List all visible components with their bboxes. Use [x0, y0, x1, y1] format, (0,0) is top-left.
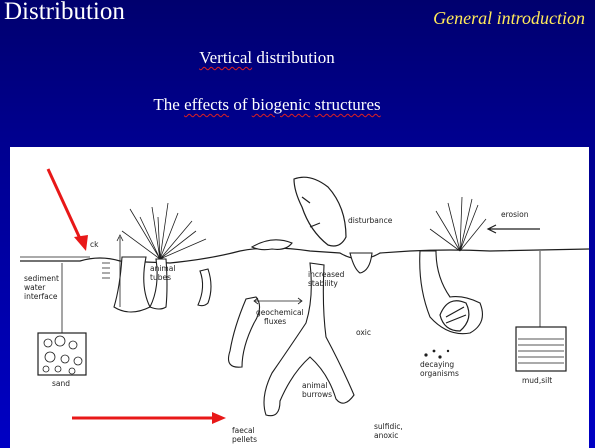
subtitle-part-structures: structures — [314, 95, 381, 114]
red-arrow-diagonal-head — [74, 235, 88, 251]
red-arrow-horizontal-head — [212, 412, 226, 424]
shell-icon — [439, 300, 470, 332]
subtitle-part-effects: effects — [184, 95, 230, 114]
animal-tube-left — [113, 256, 151, 313]
left-plant-icon — [121, 202, 207, 260]
label-tubes: tubes — [150, 273, 171, 282]
right-plant-icon — [429, 196, 487, 252]
label-geochemical: geochemical — [256, 308, 304, 317]
fish-icon — [293, 176, 347, 247]
label-interface: interface — [24, 292, 58, 301]
subtitle-word-distribution: distribution — [252, 48, 335, 67]
subtitle-part-the: The — [153, 95, 185, 114]
tube-under-plant — [149, 258, 168, 310]
subtitle-word-vertical: Vertical — [199, 48, 253, 67]
label-oxic: oxic — [356, 328, 371, 337]
height-arrow — [116, 234, 124, 307]
subtitle-part-biogenic: biogenic — [251, 95, 311, 114]
subtitle-vertical-distribution: Vertical distribution — [0, 48, 534, 68]
right-burrow — [419, 250, 483, 335]
mud-core-box — [515, 326, 567, 372]
disturbance-pit — [349, 252, 373, 274]
sand-core-grains — [42, 335, 83, 375]
label-ck: ck — [90, 240, 99, 249]
flux-arrow — [253, 297, 303, 305]
worm-burrow-1 — [197, 268, 212, 307]
red-arrow-diagonal-icon — [46, 168, 84, 244]
label-water: water — [24, 283, 46, 292]
subtitle-biogenic-structures: The effects of biogenic structures — [0, 95, 534, 115]
diagram-figure: erosion disturbance ck sediment water in… — [10, 147, 589, 448]
label-anoxic: anoxic — [374, 431, 398, 440]
label-sediment: sediment — [24, 274, 59, 283]
label-increased: increased — [308, 270, 345, 279]
ripple-lines — [102, 262, 110, 279]
central-burrow — [263, 262, 355, 417]
section-label: General introduction — [433, 8, 585, 28]
label-organisms: organisms — [420, 369, 459, 378]
label-sulfidic: sulfidic, — [374, 422, 403, 431]
label-erosion: erosion — [501, 210, 529, 219]
sand-core-box — [37, 332, 87, 376]
sediment-surface-line — [20, 247, 589, 264]
top-worm — [250, 239, 293, 251]
label-disturbance: disturbance — [348, 216, 393, 225]
label-mud-silt: mud,silt — [522, 376, 552, 385]
label-stability: stability — [308, 279, 338, 288]
label-decaying: decaying — [420, 360, 454, 369]
decaying-organism-dots — [424, 349, 450, 359]
label-animal-burrows-2: burrows — [302, 390, 332, 399]
mud-core-lines — [518, 338, 564, 364]
geochemical-burrow — [227, 296, 261, 368]
label-animal-burrows-1: animal — [302, 381, 327, 390]
diagram-svg: erosion disturbance ck sediment water in… — [20, 168, 589, 444]
slide-title: Distribution — [4, 0, 125, 25]
erosion-arrow-icon — [486, 224, 540, 234]
subtitle-part-of: of — [229, 95, 252, 114]
label-pellets: pellets — [232, 435, 257, 444]
label-faecal: faecal — [232, 426, 255, 435]
label-fluxes: fluxes — [264, 317, 286, 326]
label-animal: animal — [150, 264, 175, 273]
label-sand: sand — [52, 379, 70, 388]
